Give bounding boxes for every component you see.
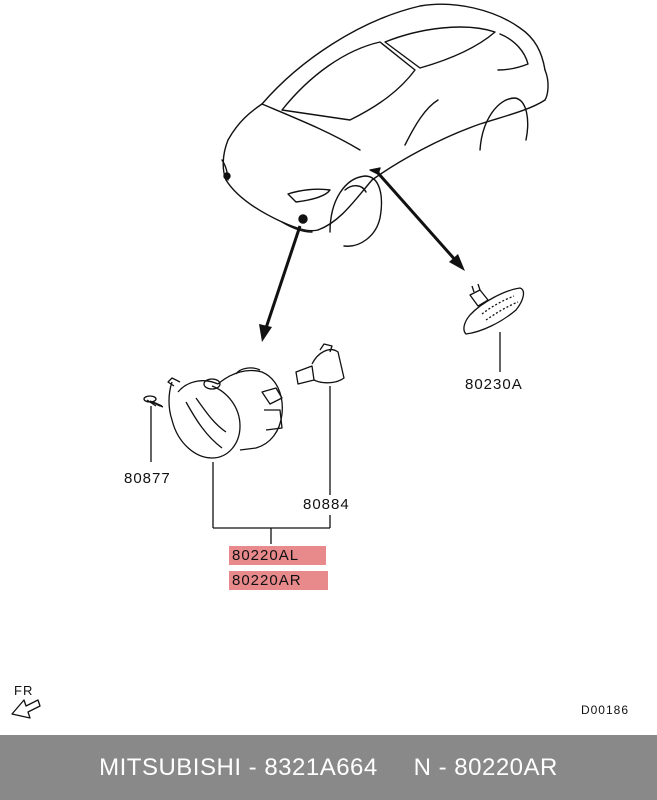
part-label-bulb: 80884 — [303, 496, 350, 513]
screw-icon — [143, 395, 164, 462]
side-marker-lamp — [463, 283, 525, 335]
parts-diagram — [11, 3, 549, 719]
car-outline — [221, 3, 549, 247]
part-label-fog-lamp-right[interactable]: 80220AR — [229, 571, 328, 590]
arrow-to-side-marker — [376, 172, 465, 271]
footer-gap — [378, 754, 414, 782]
part-label-screw: 80877 — [124, 470, 171, 487]
part-label-fog-lamp-left[interactable]: 80220AL — [229, 546, 326, 565]
footer-part-number: 80220AR — [454, 753, 558, 781]
footer-brand: MITSUBISHI — [99, 753, 242, 781]
orientation-label: FR — [14, 683, 34, 698]
fog-lamp-assembly — [167, 367, 283, 459]
front-direction-arrow-icon — [11, 699, 41, 719]
footer-bar: MITSUBISHI - 8321A664 N - 80220AR — [0, 735, 657, 800]
footer-prefix: N - — [413, 753, 455, 781]
diagram-code: D00186 — [580, 703, 629, 717]
bulb-icon — [295, 343, 345, 495]
part-label-side-marker: 80230A — [465, 376, 523, 393]
group-bracket — [212, 462, 331, 544]
footer-separator: - — [241, 753, 265, 781]
arrow-to-fog-lamp — [259, 225, 302, 342]
footer-oem-number: 8321A664 — [264, 753, 378, 781]
